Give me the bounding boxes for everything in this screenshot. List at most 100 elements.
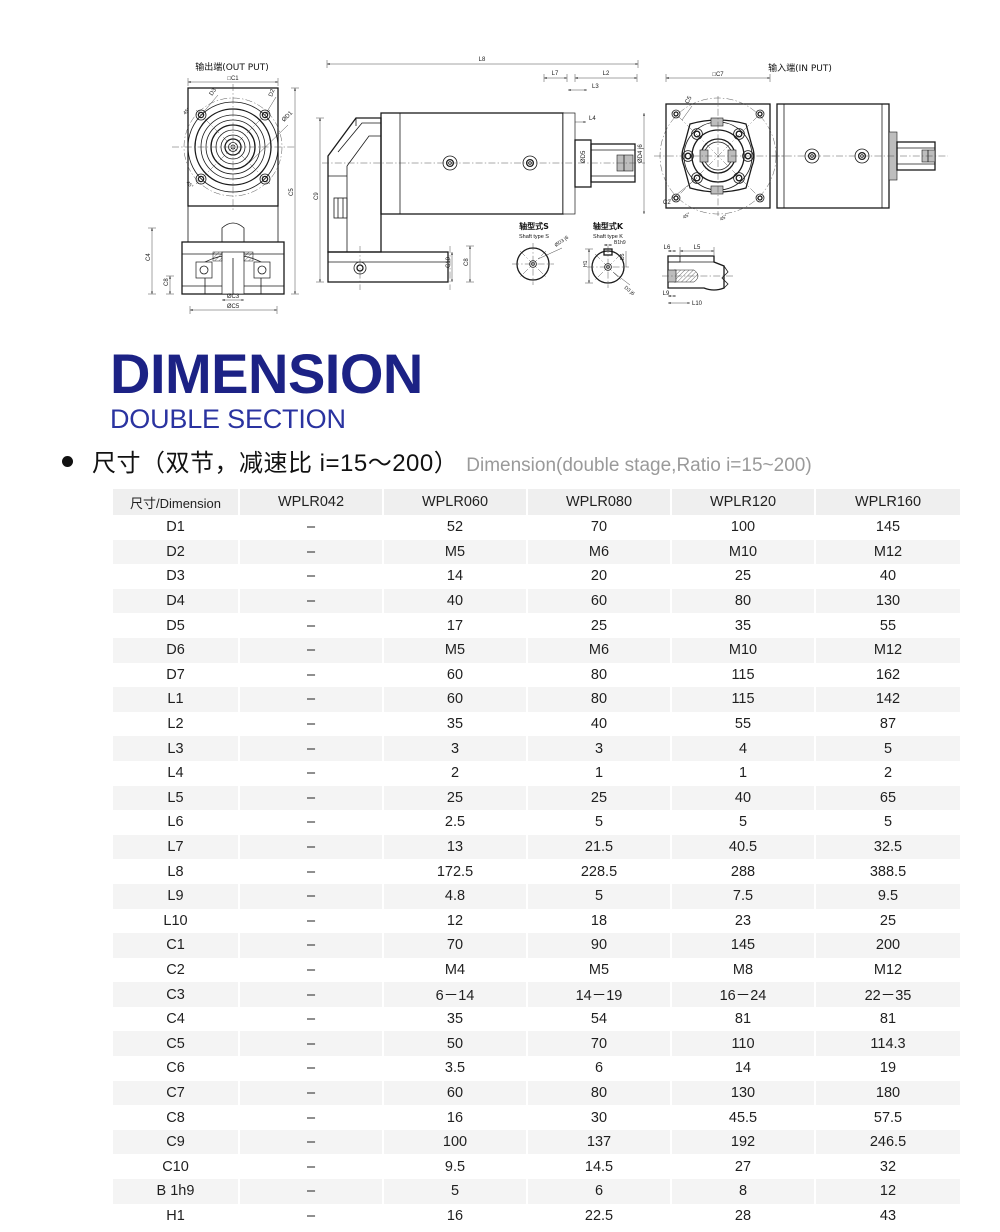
cell-C9-WPLR060: 100 — [384, 1129, 528, 1155]
cell-C5-WPLR042: – — [240, 1031, 384, 1057]
dim-d1: ØD1 — [281, 110, 294, 123]
row-label-D5: D5 — [113, 613, 240, 638]
cell-D7-WPLR060: 60 — [384, 662, 528, 688]
cell-L6-WPLR042: – — [240, 810, 384, 835]
dim-c4: C4 — [146, 253, 152, 261]
cell-C7-WPLR042: – — [240, 1080, 384, 1106]
cell-L6-WPLR060: 2.5 — [384, 810, 528, 835]
dim-c8-mid: C8 — [464, 258, 470, 266]
cell-C10-WPLR060: 9.5 — [384, 1154, 528, 1180]
cell-D2-WPLR080: M6 — [528, 539, 672, 565]
cell-L1-WPLR080: 80 — [528, 687, 672, 712]
cell-D5-WPLR120: 35 — [672, 613, 816, 638]
cell-C9-WPLR160: 246.5 — [816, 1129, 960, 1155]
row-label-C4: C4 — [113, 1006, 240, 1032]
dim-c5-bottom: ØC5 — [227, 304, 240, 310]
row-label-L6: L6 — [113, 810, 240, 835]
dim-l4: L4 — [589, 116, 596, 122]
dim-l3: L3 — [592, 84, 599, 90]
dim-c8-left: C8 — [164, 278, 170, 286]
cell-C2-WPLR060: M4 — [384, 957, 528, 983]
dim-d4: ØD4 j6 — [638, 144, 644, 163]
cell-L9-WPLR060: 4.8 — [384, 883, 528, 909]
dim-d3-j6-s: ØD3 j6 — [554, 235, 570, 249]
cell-C5-WPLR120: 110 — [672, 1031, 816, 1057]
cell-C3-WPLR120: 16－24 — [672, 982, 816, 1007]
shaft-k-label-en: Shaft type K — [593, 234, 623, 240]
cell-L1-WPLR160: 142 — [816, 687, 960, 712]
cell-L9-WPLR120: 7.5 — [672, 883, 816, 909]
cell-B1h9-WPLR060: 5 — [384, 1179, 528, 1204]
row-label-C9: C9 — [113, 1129, 240, 1155]
cell-D1-WPLR060: 52 — [384, 515, 528, 540]
row-label-C8: C8 — [113, 1105, 240, 1130]
dim-d5-k: D5 — [620, 253, 626, 260]
cell-L2-WPLR060: 35 — [384, 711, 528, 737]
cell-C4-WPLR080: 54 — [528, 1006, 672, 1032]
dim-c5-right: C5 — [289, 188, 295, 196]
shaft-s-label-en: Shaft type S — [519, 234, 549, 240]
output-end-label: 输出端(OUT PUT) — [195, 61, 269, 73]
cell-D5-WPLR042: – — [240, 613, 384, 638]
cell-C4-WPLR042: – — [240, 1006, 384, 1032]
cell-C8-WPLR160: 57.5 — [816, 1105, 960, 1130]
cell-L10-WPLR080: 18 — [528, 908, 672, 934]
cell-C2-WPLR042: – — [240, 957, 384, 983]
cell-D7-WPLR042: – — [240, 662, 384, 688]
technical-drawing: .ln { stroke:#1a1a1a; stroke-width:0.8; … — [0, 0, 1000, 330]
col-header-WPLR042: WPLR042 — [240, 489, 384, 515]
cell-L4-WPLR160: 2 — [816, 760, 960, 786]
cell-L10-WPLR160: 25 — [816, 908, 960, 934]
dim-l8: L8 — [479, 57, 486, 63]
detail-keyway: L6 L5 L9 L10 — [662, 245, 734, 307]
cell-L8-WPLR080: 228.5 — [528, 859, 672, 884]
cell-D3-WPLR160: 40 — [816, 564, 960, 589]
cell-B1h9-WPLR120: 8 — [672, 1179, 816, 1204]
cell-D3-WPLR080: 20 — [528, 564, 672, 589]
cell-D6-WPLR120: M10 — [672, 637, 816, 663]
cell-L6-WPLR080: 5 — [528, 810, 672, 835]
cell-C1-WPLR060: 70 — [384, 933, 528, 958]
cell-C6-WPLR060: 3.5 — [384, 1056, 528, 1081]
cell-L1-WPLR120: 115 — [672, 687, 816, 712]
cell-D5-WPLR160: 55 — [816, 613, 960, 638]
row-label-L4: L4 — [113, 760, 240, 786]
cell-L10-WPLR042: – — [240, 908, 384, 934]
cell-D4-WPLR080: 60 — [528, 588, 672, 614]
cell-C5-WPLR080: 70 — [528, 1031, 672, 1057]
cell-H1-WPLR080: 22.5 — [528, 1203, 672, 1229]
cell-L9-WPLR160: 9.5 — [816, 883, 960, 909]
dim-angle-1: 45° — [182, 107, 192, 117]
shaft-k-label-cn: 轴型式K — [593, 221, 624, 231]
cell-C1-WPLR042: – — [240, 933, 384, 958]
cell-L10-WPLR060: 12 — [384, 908, 528, 934]
cell-H1-WPLR160: 43 — [816, 1203, 960, 1229]
row-label-L8: L8 — [113, 859, 240, 884]
cell-D7-WPLR160: 162 — [816, 662, 960, 688]
cell-L6-WPLR160: 5 — [816, 810, 960, 835]
cell-D2-WPLR120: M10 — [672, 539, 816, 565]
cell-D7-WPLR080: 80 — [528, 662, 672, 688]
cell-L5-WPLR120: 40 — [672, 785, 816, 811]
dim-h1: H1 — [583, 260, 589, 267]
cell-C2-WPLR160: M12 — [816, 957, 960, 983]
cell-C3-WPLR080: 14－19 — [528, 982, 672, 1007]
cell-C1-WPLR160: 200 — [816, 933, 960, 958]
cell-C2-WPLR120: M8 — [672, 957, 816, 983]
cell-L5-WPLR042: – — [240, 785, 384, 811]
dim-angle-4: 45° — [719, 214, 729, 223]
cell-D1-WPLR120: 100 — [672, 515, 816, 540]
cell-H1-WPLR120: 28 — [672, 1203, 816, 1229]
cell-L3-WPLR042: – — [240, 736, 384, 761]
row-label-L3: L3 — [113, 736, 240, 761]
